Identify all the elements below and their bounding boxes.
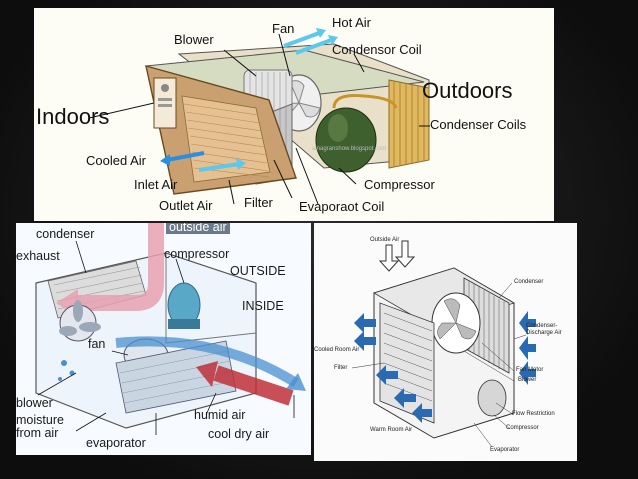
window-ac-cutaway-diagram: Fan Hot Air Blower Condensor Coil Indoor… — [34, 8, 554, 221]
label-fan-motor: Fan Motor — [516, 367, 544, 373]
fan-blades-icon — [59, 300, 101, 336]
label-indoors: Indoors — [36, 104, 110, 129]
control-slot — [158, 98, 172, 101]
cool-dry-air-arrowhead — [286, 373, 306, 391]
label-outdoors: Outdoors — [422, 78, 513, 103]
humid-air-arrowhead — [196, 361, 218, 387]
label-blower: blower — [16, 396, 53, 410]
label-outside: OUTSIDE — [230, 264, 286, 278]
label-fan: Fan — [272, 21, 295, 36]
leader-lines — [351, 282, 527, 448]
label-condenser-coils: Condenser Coils — [430, 117, 527, 132]
label-fan: fan — [88, 337, 106, 351]
outside-air-arrows — [378, 240, 416, 272]
label-warm-room-air: Warm Room Air — [370, 427, 413, 433]
compressor-shape — [315, 107, 377, 173]
label-cooled-air: Cooled Air — [86, 153, 146, 168]
label-condenser: Condenser — [514, 279, 544, 285]
label-evaporator-coil: Evaporaot Coil — [299, 199, 385, 214]
leader-lines — [37, 240, 295, 435]
cooled-air-arrow — [160, 151, 205, 166]
label-compressor: Compressor — [364, 177, 435, 192]
grille-lines — [383, 312, 433, 402]
control-knob-icon — [161, 84, 169, 92]
label-from-air: from air — [16, 426, 59, 440]
label-outlet-air: Outlet Air — [159, 198, 213, 213]
label-outside-air: outside air — [166, 223, 230, 234]
control-slot-2 — [158, 104, 172, 107]
compressor-shape — [477, 379, 507, 417]
inlet-air-arrow — [198, 158, 246, 172]
label-compressor: Compressor — [506, 425, 539, 431]
condenser-coil-lines — [393, 82, 425, 166]
label-blower: Blower — [174, 32, 214, 47]
condenser-fins — [468, 281, 505, 371]
label-flow-restriction: Flow Restriction — [512, 411, 555, 417]
label-cooled-room-air: Cooled Room Air — [314, 347, 360, 353]
ac-line-drawing-diagram: Outside Air Condenser Condenser- Dischar… — [314, 223, 577, 461]
label-condensor-coil: Condensor Coil — [332, 42, 422, 57]
label-filter: Filter — [244, 195, 273, 210]
label-hot-air: Hot Air — [332, 15, 372, 30]
watermark-text: ainagranshow.blogspot.com — [312, 146, 387, 152]
hot-air-arrows — [283, 28, 338, 55]
compressor-highlight — [328, 114, 348, 142]
label-humid-air: humid air — [194, 408, 246, 422]
water-drop-icons — [58, 360, 75, 381]
label-cool-dry-air: cool dry air — [208, 427, 270, 441]
label-outside-air: Outside Air — [370, 237, 400, 243]
cooled-air-arrow-icons — [354, 313, 376, 351]
label-filter: Filter — [334, 365, 348, 371]
outside-air-arrow — [76, 223, 164, 311]
compressor-base — [168, 319, 200, 329]
filter-lines — [183, 103, 270, 178]
warm-air-arrow-icons — [376, 365, 432, 423]
discharge-arrow-icons — [519, 311, 536, 385]
label-inside: INSIDE — [242, 299, 284, 313]
label-moisture: moisture — [16, 413, 64, 427]
right-diagram-art — [351, 240, 536, 448]
condenser-coils-shape — [388, 79, 430, 169]
humid-air-arrow — [213, 365, 294, 406]
cool-dry-air-arrow — [115, 336, 299, 388]
leader-lines — [88, 33, 430, 205]
evaporator-grille — [379, 302, 435, 424]
refrigerant-pipe — [332, 94, 398, 109]
label-compressor: compressor — [164, 247, 230, 261]
label-exhaust: exhaust — [16, 249, 60, 263]
label-condenser: condenser — [36, 227, 95, 241]
label-condenser-discharge-2: Discharge Air — [526, 330, 562, 336]
label-inlet-air: Inlet Air — [134, 177, 178, 192]
label-blower: Blower — [518, 377, 537, 383]
fan-blades-icon — [437, 298, 477, 340]
label-evaporator: Evaporator — [490, 447, 520, 453]
label-evaporator: evaporator — [86, 436, 146, 450]
top-diagram-art — [88, 28, 430, 205]
label-condenser-discharge-1: Condenser- — [526, 323, 558, 329]
ac-airflow-diagram: outside air condenser exhaust compressor… — [16, 223, 311, 455]
left-diagram-art — [35, 223, 306, 435]
